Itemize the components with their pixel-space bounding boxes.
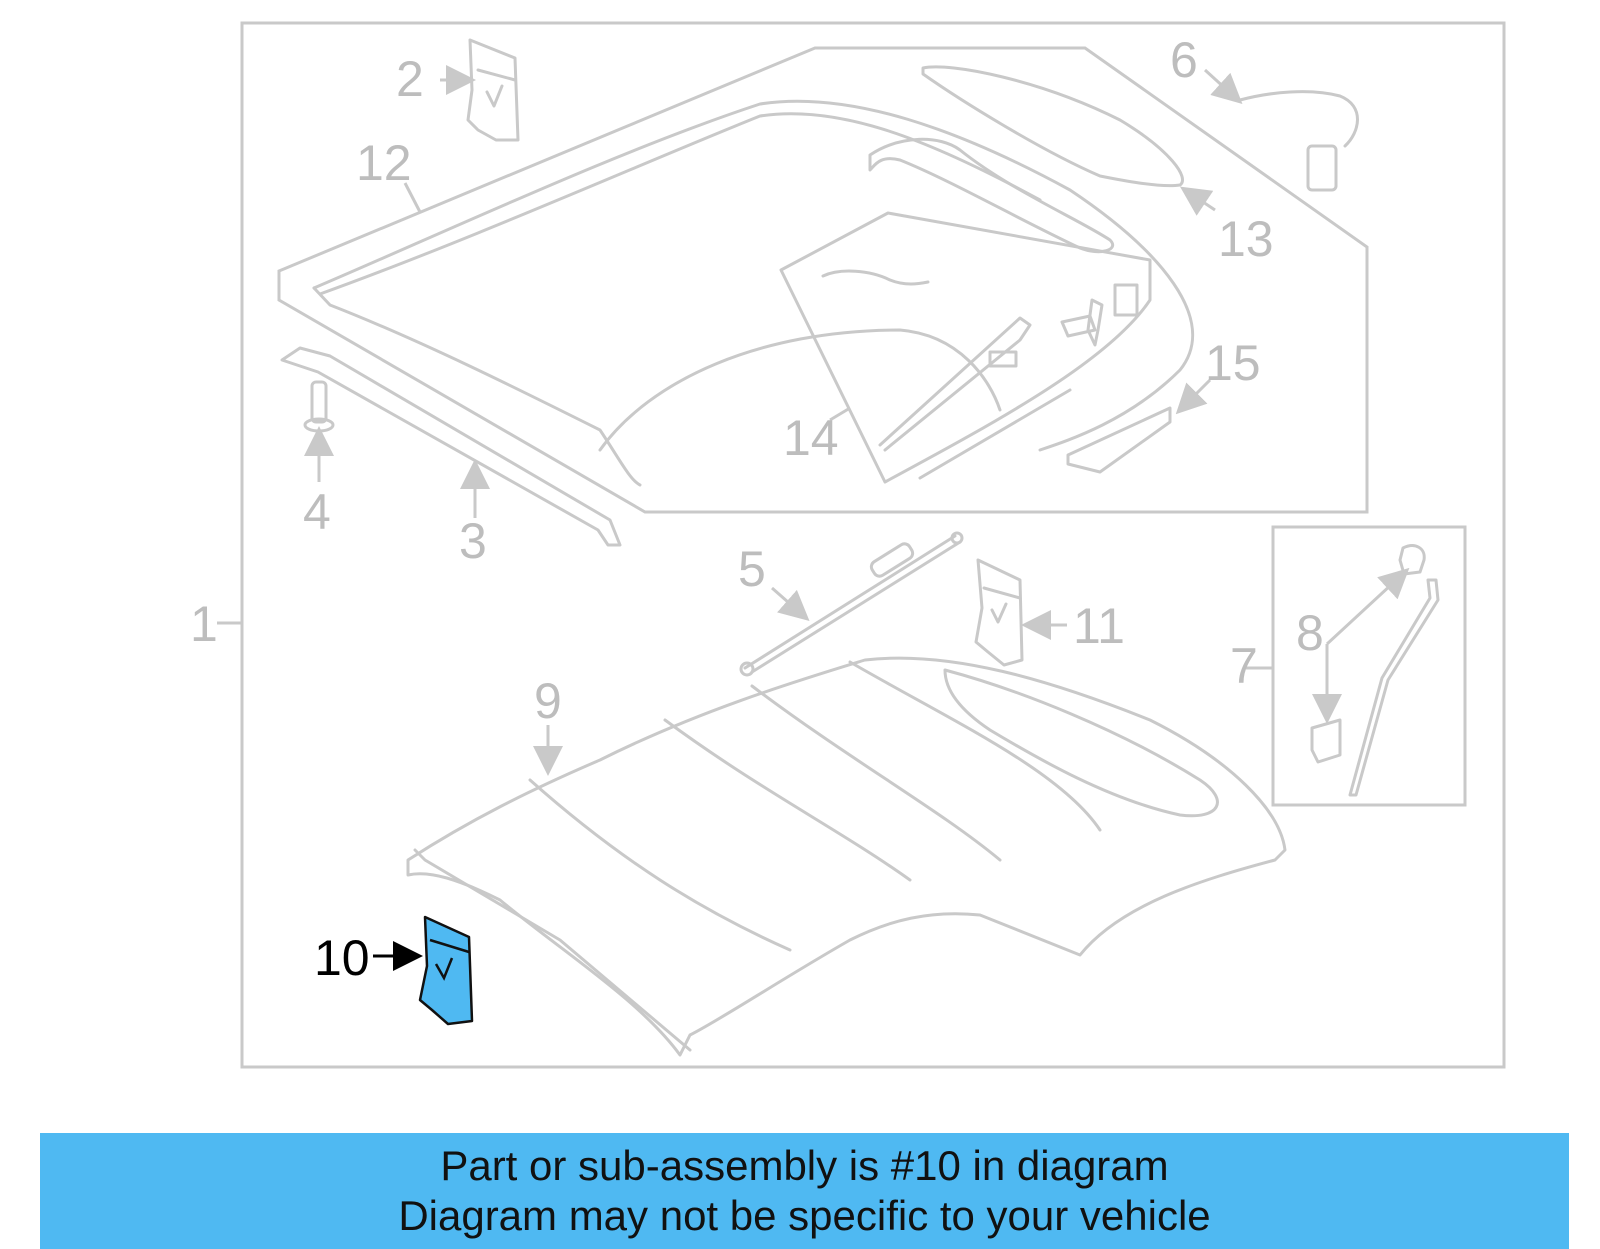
callout-15: 15 [1205,335,1261,391]
banner-line-disclaimer: Diagram may not be specific to your vehi… [398,1192,1211,1239]
callout-9: 9 [534,673,562,729]
wire-harness [1238,90,1359,192]
callout-2: 2 [396,51,424,107]
support-strut [739,531,964,677]
callout-1: 1 [190,596,218,652]
callout-14: 14 [783,410,839,466]
callout-7: 7 [1230,638,1258,694]
callout-4: 4 [303,484,331,540]
callout-12: 12 [356,135,412,191]
assembly-frame [240,21,1506,1069]
hardware-bag-2 [466,38,520,142]
callout-6: 6 [1170,32,1198,88]
callout-11: 11 [1073,598,1125,654]
parts-diagram: 1 2 3 4 5 6 7 8 9 10 11 12 13 14 15 [190,21,1506,1069]
callout-13: 13 [1218,211,1274,267]
trim-strip [1066,406,1172,474]
hardtop-shell [312,99,1195,487]
soft-top-frame [406,656,1287,1057]
hardware-detail-panel [779,211,1152,484]
screw-part [303,380,335,433]
leader-lines [217,65,1410,971]
latch-assembly [1310,544,1440,797]
callout-3: 3 [459,513,487,569]
moulding-strip [280,346,622,547]
banner-line-part: Part or sub-assembly is #10 in diagram [440,1142,1169,1189]
callout-10: 10 [314,930,370,986]
hardware-bag-10 [418,915,474,1026]
hardtop-subframe [277,46,1369,514]
callout-5: 5 [738,541,766,597]
hardware-bag-11 [974,558,1024,667]
info-banner: Part or sub-assembly is #10 in diagram D… [40,1133,1569,1249]
callout-8: 8 [1296,605,1324,661]
rear-weatherstrip [921,65,1184,188]
latch-subframe [1271,525,1467,807]
